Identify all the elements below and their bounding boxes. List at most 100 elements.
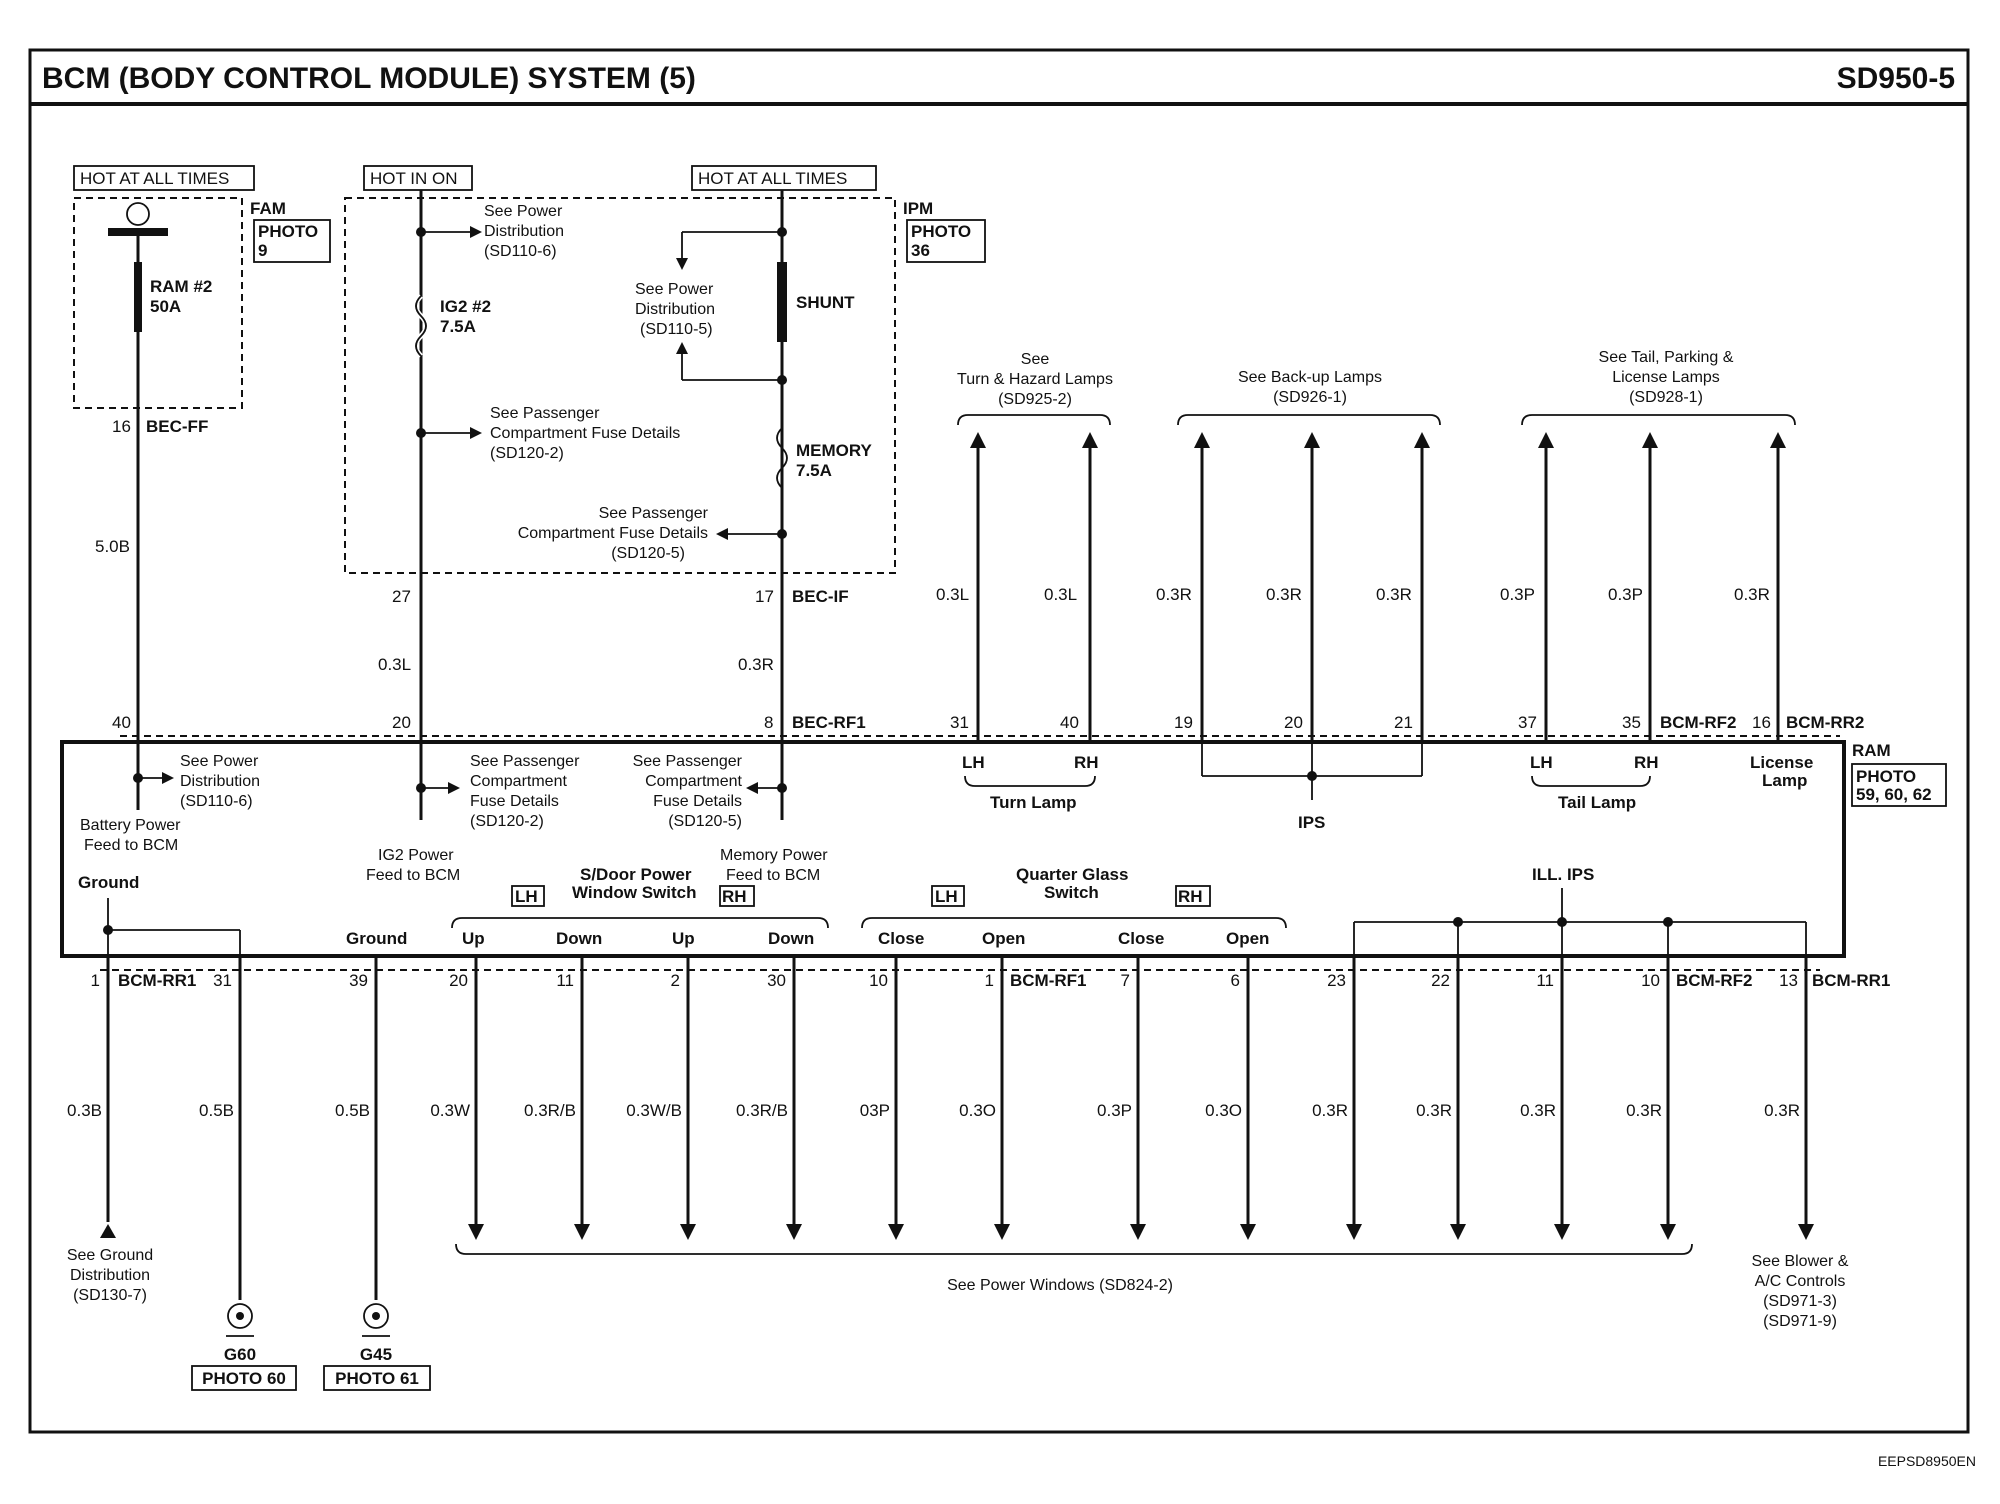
quarter-lh-box xyxy=(931,885,965,907)
g45-label: G45 xyxy=(360,1345,392,1364)
bottom-wire-label-15: 0.3R xyxy=(1626,1101,1662,1120)
ram2-amp: 50A xyxy=(150,297,181,316)
mem-node-2 xyxy=(777,375,787,385)
see-pcf1-l1: See Passenger xyxy=(490,405,600,422)
backup-pin-2: 20 xyxy=(1284,713,1303,732)
sdoor-lh-box xyxy=(511,885,545,907)
bcm-batt-arrow-head xyxy=(162,772,174,784)
bec-ff-conn: BEC-FF xyxy=(146,417,208,436)
bottom-wire-label-2: 0.5B xyxy=(199,1101,234,1120)
see-pcf2-l1: See Passenger xyxy=(599,505,709,522)
battery-bar-icon xyxy=(108,228,168,236)
turn-see-l1: See xyxy=(1021,351,1050,368)
see-blower-l1: See Blower & xyxy=(1752,1253,1849,1270)
bottom-wire-arrow-12 xyxy=(1346,1224,1362,1240)
conn-bcm-rf1: BCM-RF1 xyxy=(1010,971,1087,990)
quarter-lh: LH xyxy=(935,887,958,906)
pin-20: 20 xyxy=(392,713,411,732)
turn-see-l3: (SD925-2) xyxy=(998,391,1072,408)
conn-bcm-rf2: BCM-RF2 xyxy=(1676,971,1753,990)
tail-lamp-label: Tail Lamp xyxy=(1558,793,1636,812)
ips-label: IPS xyxy=(1298,813,1325,832)
see-pcf1-l3: (SD120-2) xyxy=(490,445,564,462)
shunt-arrow-up xyxy=(676,342,688,354)
ground-dist-arrow xyxy=(100,1224,116,1238)
bcm-mem-arrow-head xyxy=(746,782,758,794)
quarter-close1: Close xyxy=(878,929,924,948)
bcm-pcf-a-l1: See Passenger xyxy=(470,753,580,770)
tail-lh: LH xyxy=(1530,753,1553,772)
g45-ground-dot xyxy=(372,1312,380,1320)
see-blower-l3: (SD971-3) xyxy=(1763,1293,1837,1310)
conn-bcm-rr1: BCM-RR1 xyxy=(118,971,196,990)
backup-wire-label-3: 0.3R xyxy=(1376,585,1412,604)
bottom-wire-label-12: 0.3R xyxy=(1312,1101,1348,1120)
see-pcf1-l2: Compartment Fuse Details xyxy=(490,425,680,442)
ipm-box xyxy=(344,197,896,574)
wire-03l-ig2: 0.3L xyxy=(378,655,411,674)
bottom-pin-11: 6 xyxy=(1231,971,1240,990)
quarter-open1: Open xyxy=(982,929,1025,948)
backup-wire-label-2: 0.3R xyxy=(1266,585,1302,604)
fam-photo-label: PHOTO xyxy=(258,222,318,241)
bottom-wire-label-14: 0.3R xyxy=(1520,1101,1556,1120)
license-lamp-l1: License xyxy=(1750,753,1813,772)
backup-brace xyxy=(1177,414,1441,426)
bottom-pin-6: 2 xyxy=(671,971,680,990)
pin-40: 40 xyxy=(112,713,131,732)
quarter-open2: Open xyxy=(1226,929,1269,948)
bottom-wire-label-4: 0.3W xyxy=(430,1101,470,1120)
see-pd2-l2: Distribution xyxy=(635,301,715,318)
sdoor-l2: Window Switch xyxy=(572,883,697,902)
ig2-amp: 7.5A xyxy=(440,317,476,336)
ram2-fuse: RAM #2 xyxy=(150,277,212,296)
backup-pin-1: 19 xyxy=(1174,713,1193,732)
bottom-pin-7: 30 xyxy=(767,971,786,990)
ground-node xyxy=(103,925,113,935)
sdoor-lh: LH xyxy=(515,887,538,906)
ig2-fuse-shape xyxy=(415,295,427,357)
ill-ips-label: ILL. IPS xyxy=(1532,865,1594,884)
tail-arrow-2 xyxy=(1642,432,1658,448)
tail-lamp-brace xyxy=(1531,775,1651,787)
turn-lamp-label: Turn Lamp xyxy=(990,793,1077,812)
turn-wire-label-1: 0.3L xyxy=(936,585,969,604)
bottom-wire-label-6: 0.3W/B xyxy=(626,1101,682,1120)
wire-50b-label: 5.0B xyxy=(95,537,130,556)
turn-lh: LH xyxy=(962,753,985,772)
pin-17: 17 xyxy=(755,587,774,606)
turn-pin-1: 31 xyxy=(950,713,969,732)
see-blower-l4: (SD971-9) xyxy=(1763,1313,1837,1330)
bottom-wire-arrow-16 xyxy=(1798,1224,1814,1240)
see-pcf2-l3: (SD120-5) xyxy=(611,545,685,562)
turn-arrow-lh xyxy=(970,432,986,448)
tail-pin-1: 37 xyxy=(1518,713,1537,732)
bottom-wire-label-1: 0.3B xyxy=(67,1101,102,1120)
ipm-photo-num: 36 xyxy=(911,241,930,260)
pin-27: 27 xyxy=(392,587,411,606)
quarter-rh: RH xyxy=(1178,887,1203,906)
footer-code: EEPSD8950EN xyxy=(1878,1453,1976,1469)
sdoor-brace xyxy=(451,917,829,929)
license-lamp-l2: Lamp xyxy=(1762,771,1807,790)
hot-on-label: HOT IN ON xyxy=(370,169,458,188)
backup-arrow-2 xyxy=(1304,432,1320,448)
bottom-pin-8: 10 xyxy=(869,971,888,990)
hot-fam-label: HOT AT ALL TIMES xyxy=(80,169,229,188)
shunt-icon xyxy=(777,262,787,342)
ipm-photo-label: PHOTO xyxy=(911,222,971,241)
ram2-fuse-icon xyxy=(134,262,142,332)
bottom-wire-label-5: 0.3R/B xyxy=(524,1101,576,1120)
ram-photo-nums: 59, 60, 62 xyxy=(1856,785,1932,804)
tail-lamp-outputs: See Tail, Parking & License Lamps (SD928… xyxy=(1500,349,1864,740)
batt-feed-l2: Feed to BCM xyxy=(84,837,178,854)
sdoor-rh: RH xyxy=(722,887,747,906)
tail-wire-label-1: 0.3P xyxy=(1500,585,1535,604)
turn-see-l2: Turn & Hazard Lamps xyxy=(957,371,1113,388)
memory-amp: 7.5A xyxy=(796,461,832,480)
bottom-wire-label-3: 0.5B xyxy=(335,1101,370,1120)
g60-label: G60 xyxy=(224,1345,256,1364)
see-pcf2-l2: Compartment Fuse Details xyxy=(518,525,708,542)
sdoor-up2: Up xyxy=(672,929,695,948)
bottom-wire-label-7: 0.3R/B xyxy=(736,1101,788,1120)
